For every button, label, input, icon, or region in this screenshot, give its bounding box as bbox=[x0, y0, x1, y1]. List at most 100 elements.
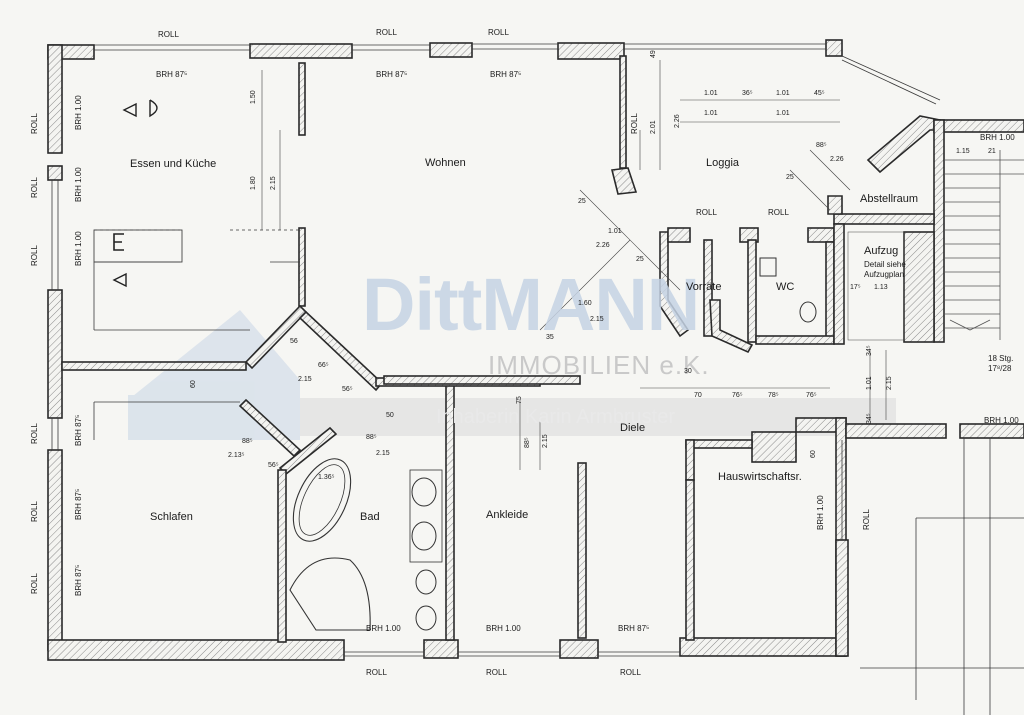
dim-label: 21 bbox=[988, 148, 996, 155]
dim-label: 75 bbox=[516, 396, 523, 404]
dim-label: 1.60 bbox=[578, 300, 592, 307]
d-marker bbox=[149, 99, 158, 118]
dim-label: 56⁵ bbox=[342, 386, 353, 393]
roll-label: ROLL bbox=[30, 573, 39, 594]
dim-label: 66⁵ bbox=[318, 362, 329, 369]
roll-label: ROLL bbox=[696, 208, 717, 217]
wc-toilet bbox=[799, 301, 817, 323]
brh-label: BRH 87⁵ bbox=[376, 70, 408, 79]
dim-label: 35 bbox=[546, 334, 554, 341]
dim-label: 60 bbox=[810, 450, 817, 458]
room-label-essen: Essen und Küche bbox=[130, 158, 217, 170]
dim-label: 1.13 bbox=[874, 284, 888, 291]
walls bbox=[47, 39, 1024, 661]
brh-label: BRH 87⁵ bbox=[618, 624, 650, 633]
aufzug-detail-2: Aufzugplan bbox=[864, 270, 905, 279]
watermark-brand: DittMANN bbox=[362, 263, 700, 346]
sink-1 bbox=[411, 477, 437, 507]
room-label-aufzug: Aufzug bbox=[864, 245, 899, 257]
room-label-ankleide: Ankleide bbox=[486, 509, 529, 521]
roll-label: ROLL bbox=[486, 668, 507, 677]
dim-label: 1.01 bbox=[608, 228, 622, 235]
dimension-lines bbox=[261, 60, 887, 470]
dim-label: 2.26 bbox=[674, 114, 681, 128]
dim-label: 2.01 bbox=[650, 120, 657, 134]
watermark-logo-shape bbox=[128, 310, 300, 440]
triangle-marker bbox=[112, 272, 127, 288]
dim-label: 1.80 bbox=[250, 176, 257, 190]
dim-label: 2.15 bbox=[376, 450, 390, 457]
roll-label: ROLL bbox=[862, 509, 871, 530]
sink-2 bbox=[411, 521, 437, 551]
dim-label: 1.01 bbox=[704, 90, 718, 97]
room-label-bad: Bad bbox=[360, 511, 380, 523]
dim-label: 34⁵ bbox=[866, 345, 873, 356]
dim-label: 88⁵ bbox=[816, 142, 827, 149]
brh-label: BRH 87⁵ bbox=[156, 70, 188, 79]
room-label-vorraete: Vorräte bbox=[686, 281, 722, 293]
dim-label: 78⁵ bbox=[768, 392, 779, 399]
watermark-owner: Inhaberin Karin Armbruster bbox=[436, 406, 676, 428]
wc-sink bbox=[759, 257, 777, 277]
dim-label: 2.26 bbox=[830, 156, 844, 163]
dim-label: 1.01 bbox=[776, 110, 790, 117]
room-label-hauswirtschaft: Hauswirtschaftsr. bbox=[718, 471, 802, 483]
dim-label: 2.15 bbox=[298, 376, 312, 383]
kitchen-counter bbox=[93, 229, 183, 263]
dim-label: 60 bbox=[190, 380, 197, 388]
dim-label: 2.13⁵ bbox=[228, 452, 245, 459]
dim-label: 2.15 bbox=[590, 316, 604, 323]
brh-label: BRH 1.00 bbox=[816, 495, 825, 530]
dim-label: 1.01 bbox=[776, 90, 790, 97]
dim-label: 50 bbox=[386, 412, 394, 419]
aufzug-detail-1: Detail siehe bbox=[864, 260, 906, 269]
brh-label: BRH 1.00 bbox=[984, 416, 1019, 425]
dim-label: 2.26 bbox=[596, 242, 610, 249]
brh-label: BRH 1.00 bbox=[486, 624, 521, 633]
dim-label: 36⁵ bbox=[742, 90, 753, 97]
bathtub bbox=[292, 458, 352, 542]
dim-label: 76⁵ bbox=[732, 392, 743, 399]
dim-label: 56 bbox=[290, 338, 298, 345]
roll-label: ROLL bbox=[630, 113, 639, 134]
dim-label: 1.01 bbox=[866, 376, 873, 390]
roll-label: ROLL bbox=[376, 28, 397, 37]
vanity bbox=[409, 469, 443, 563]
roll-label: ROLL bbox=[158, 30, 179, 39]
shower bbox=[289, 557, 371, 631]
room-label-diele: Diele bbox=[620, 422, 646, 434]
dim-label: 2.15 bbox=[542, 434, 549, 448]
dim-label: 25 bbox=[578, 198, 586, 205]
roll-label: ROLL bbox=[30, 177, 39, 198]
triangle-marker bbox=[122, 102, 137, 118]
dim-label: 1.50 bbox=[250, 90, 257, 104]
watermark-company: IMMOBILIEN e.K. bbox=[488, 350, 710, 380]
roll-label: ROLL bbox=[30, 245, 39, 266]
brh-label: BRH 1.00 bbox=[74, 231, 83, 266]
e-marker bbox=[113, 233, 124, 251]
dim-label: 17⁵ bbox=[850, 284, 861, 291]
brh-label: BRH 87⁵ bbox=[74, 488, 83, 520]
roll-label: ROLL bbox=[768, 208, 789, 217]
dim-label: 88⁵ bbox=[524, 437, 531, 448]
brh-label: BRH 1.00 bbox=[74, 95, 83, 130]
roll-label: ROLL bbox=[620, 668, 641, 677]
toilet bbox=[415, 569, 437, 595]
brh-label: BRH 1.00 bbox=[980, 133, 1015, 142]
room-label-wc: WC bbox=[776, 281, 795, 293]
dim-label: 25 bbox=[636, 256, 644, 263]
dim-label: 56⁵ bbox=[268, 462, 279, 469]
stairs-count: 18 Stg. bbox=[988, 354, 1014, 363]
staircase bbox=[944, 150, 1024, 340]
dim-label: 1.15 bbox=[956, 148, 970, 155]
dim-label: 88⁵ bbox=[242, 438, 253, 445]
dim-label: 2.15 bbox=[886, 376, 893, 390]
dim-label: 30 bbox=[684, 368, 692, 375]
dim-label: 76⁵ bbox=[806, 392, 817, 399]
dim-label: 49 bbox=[650, 50, 657, 58]
elevator-shaft bbox=[847, 231, 905, 341]
bidet bbox=[415, 605, 437, 631]
room-label-loggia: Loggia bbox=[706, 157, 740, 169]
roll-label: ROLL bbox=[366, 668, 387, 677]
